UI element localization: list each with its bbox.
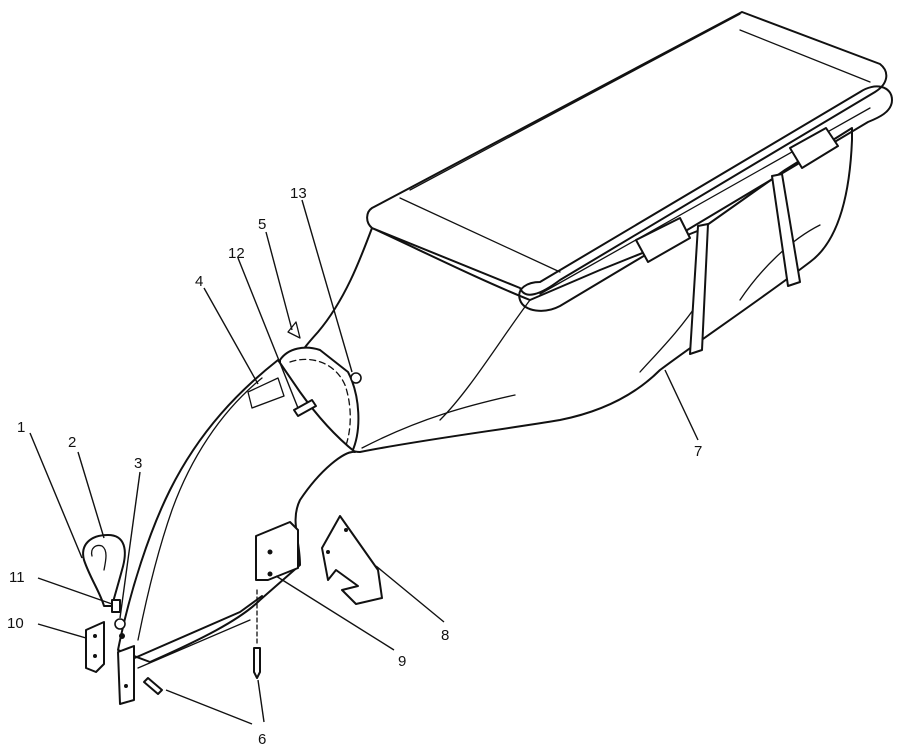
callout-labels: 1 2 3 4 5 6 7 8 9 10 11 12 13	[7, 185, 702, 748]
bag-wrinkle	[739, 224, 821, 301]
hinge-hole	[93, 654, 97, 658]
callout-5: 5	[258, 216, 266, 233]
leader-7	[664, 369, 699, 441]
bag-strap	[689, 223, 709, 355]
leader-lines	[29, 199, 699, 725]
callout-1: 1	[17, 419, 25, 436]
bracket-plate	[255, 521, 299, 581]
callout-3: 3	[134, 455, 142, 472]
leader-5	[265, 231, 293, 331]
tube-sleeve	[789, 127, 839, 169]
deflector-plate	[321, 515, 383, 605]
bracket-hole	[267, 549, 273, 555]
frame-tube	[518, 85, 893, 312]
chute-body	[117, 359, 356, 663]
chute-handle	[82, 534, 126, 607]
leader-6b	[257, 679, 265, 723]
leader-12	[237, 257, 299, 409]
bag-top-seam	[409, 13, 741, 191]
clamp-screw-5	[287, 321, 301, 339]
hinge-bracket	[85, 621, 135, 705]
chute-hinge-edge	[129, 595, 263, 661]
screw-6a	[143, 677, 163, 695]
bag-top-seam	[399, 197, 561, 273]
leader-9	[275, 575, 395, 651]
bracket-hole	[267, 571, 273, 577]
leader-6a	[165, 689, 253, 725]
nut-13	[350, 372, 362, 384]
callout-12: 12	[228, 245, 245, 262]
tube-sleeve	[635, 217, 691, 263]
chute-label-plate	[247, 377, 285, 409]
callout-10: 10	[7, 615, 24, 632]
leader-13	[301, 199, 353, 373]
callout-7: 7	[694, 443, 702, 460]
plate-hole	[326, 550, 330, 554]
chute-hinge-edge	[137, 619, 251, 669]
grass-bag	[295, 11, 893, 453]
bag-strap	[771, 173, 801, 287]
washer-3	[114, 618, 126, 630]
bolt-11	[111, 599, 121, 613]
discharge-chute	[117, 359, 356, 669]
leader-2	[77, 451, 105, 539]
collar-dash	[289, 358, 351, 449]
hinge-hole	[124, 684, 128, 688]
callout-2: 2	[68, 434, 76, 451]
plate-hole	[344, 528, 348, 532]
handle-grip-inner	[90, 544, 107, 571]
hinge-plate	[85, 621, 105, 673]
fasteners	[111, 321, 362, 695]
leader-8	[375, 565, 445, 623]
callout-6: 6	[258, 731, 266, 748]
hinge-flange	[117, 645, 135, 705]
screw-6b	[253, 647, 261, 679]
leader-1	[29, 432, 83, 559]
plate-shape	[321, 515, 383, 605]
leader-10	[37, 623, 87, 639]
bag-top	[366, 11, 888, 296]
leader-3	[119, 471, 141, 619]
bolt-12	[293, 399, 317, 417]
leader-4	[203, 287, 259, 385]
hinge-hole	[93, 634, 97, 638]
nut-3	[119, 633, 125, 639]
callout-8: 8	[441, 627, 449, 644]
leader-11	[37, 577, 113, 605]
callout-9: 9	[398, 653, 406, 670]
bag-top-seam	[739, 29, 871, 83]
mount-bracket	[255, 521, 299, 581]
callout-4: 4	[195, 273, 203, 290]
bag-wrinkle	[361, 394, 516, 449]
bag-wrinkle	[439, 299, 531, 421]
callout-13: 13	[290, 185, 307, 202]
chute-inner-edge	[137, 377, 263, 641]
callout-11: 11	[9, 569, 25, 586]
